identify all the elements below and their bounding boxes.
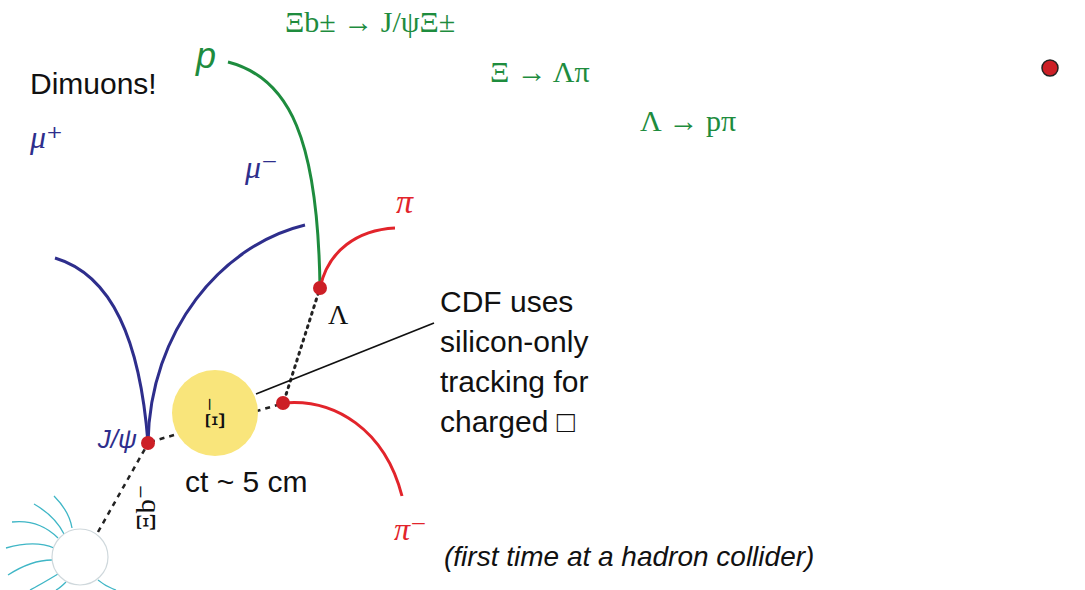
particle-label: π [396,182,413,223]
label-text: Λ → pπ [640,104,736,137]
note-label: Dimuons! [30,66,157,102]
label-text: μ⁺ [30,119,63,155]
primary-vertex [52,529,108,585]
mu-minus-track [148,225,305,443]
label-text: π⁻ [394,511,427,547]
bullet-dot [1042,60,1058,76]
circle-fill [172,370,258,456]
particle-label: Λ [328,298,348,332]
lambda-vertex [313,281,327,295]
proton-track [228,62,320,288]
highlight-circle: Ξ⁻ [172,370,258,456]
lambda-flight-path [284,291,319,401]
decay-formula: Λ → pπ [640,103,736,139]
label-text: π [396,183,413,220]
label-text: μ⁻ [245,149,278,185]
xi-vertex [276,396,290,410]
particle-label: Ξb⁻ [128,485,162,532]
label-text: Dimuons! [30,67,157,100]
callout-note: CDF uses silicon-only tracking for charg… [440,282,675,442]
node-text: Ξ⁻ [200,397,231,430]
jpsi-vertex [141,436,155,450]
label-text: p [196,35,216,76]
particle-label: p [196,34,216,77]
label-text: ct ~ 5 cm [185,465,308,498]
callout-note: (first time at a hadron collider) [444,540,814,574]
dimension-label: ct ~ 5 cm [185,464,308,500]
label-text: Ξ → Λπ [490,55,590,88]
pion-track [320,228,395,288]
label-text: CDF uses silicon-only tracking for charg… [440,285,588,438]
label-text: Λ [328,299,348,330]
label-text: Ξb± → J/ψΞ± [285,5,455,38]
label-text: Ξb⁻ [129,485,160,532]
decay-formula: Ξ → Λπ [490,54,590,90]
label-text: (first time at a hadron collider) [444,541,814,572]
label-text: J/ψ [98,424,137,454]
particle-label: J/ψ [98,424,137,455]
decay-formula: Ξb± → J/ψΞ± [285,4,455,40]
primary-vertex-spokes [6,496,116,590]
callout-leader [256,323,434,394]
particle-label: μ⁺ [30,118,63,156]
particle-label: π⁻ [394,510,427,548]
particle-label: μ⁻ [245,148,278,186]
mu-plus-track [55,258,148,443]
